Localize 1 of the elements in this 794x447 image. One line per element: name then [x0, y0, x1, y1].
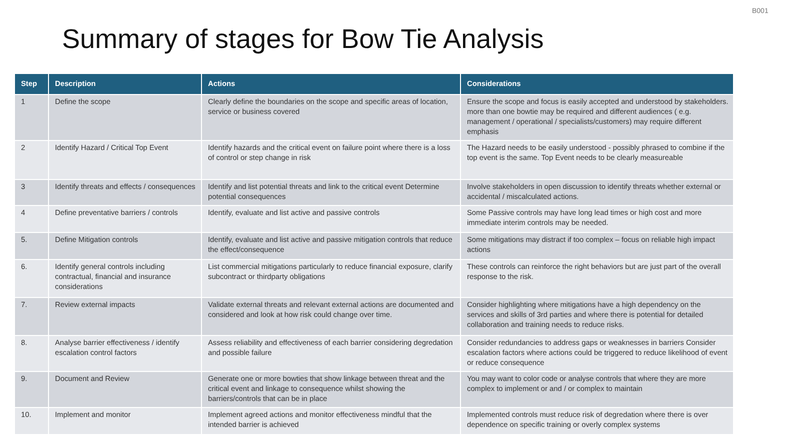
- slide-title: Summary of stages for Bow Tie Analysis: [62, 24, 544, 55]
